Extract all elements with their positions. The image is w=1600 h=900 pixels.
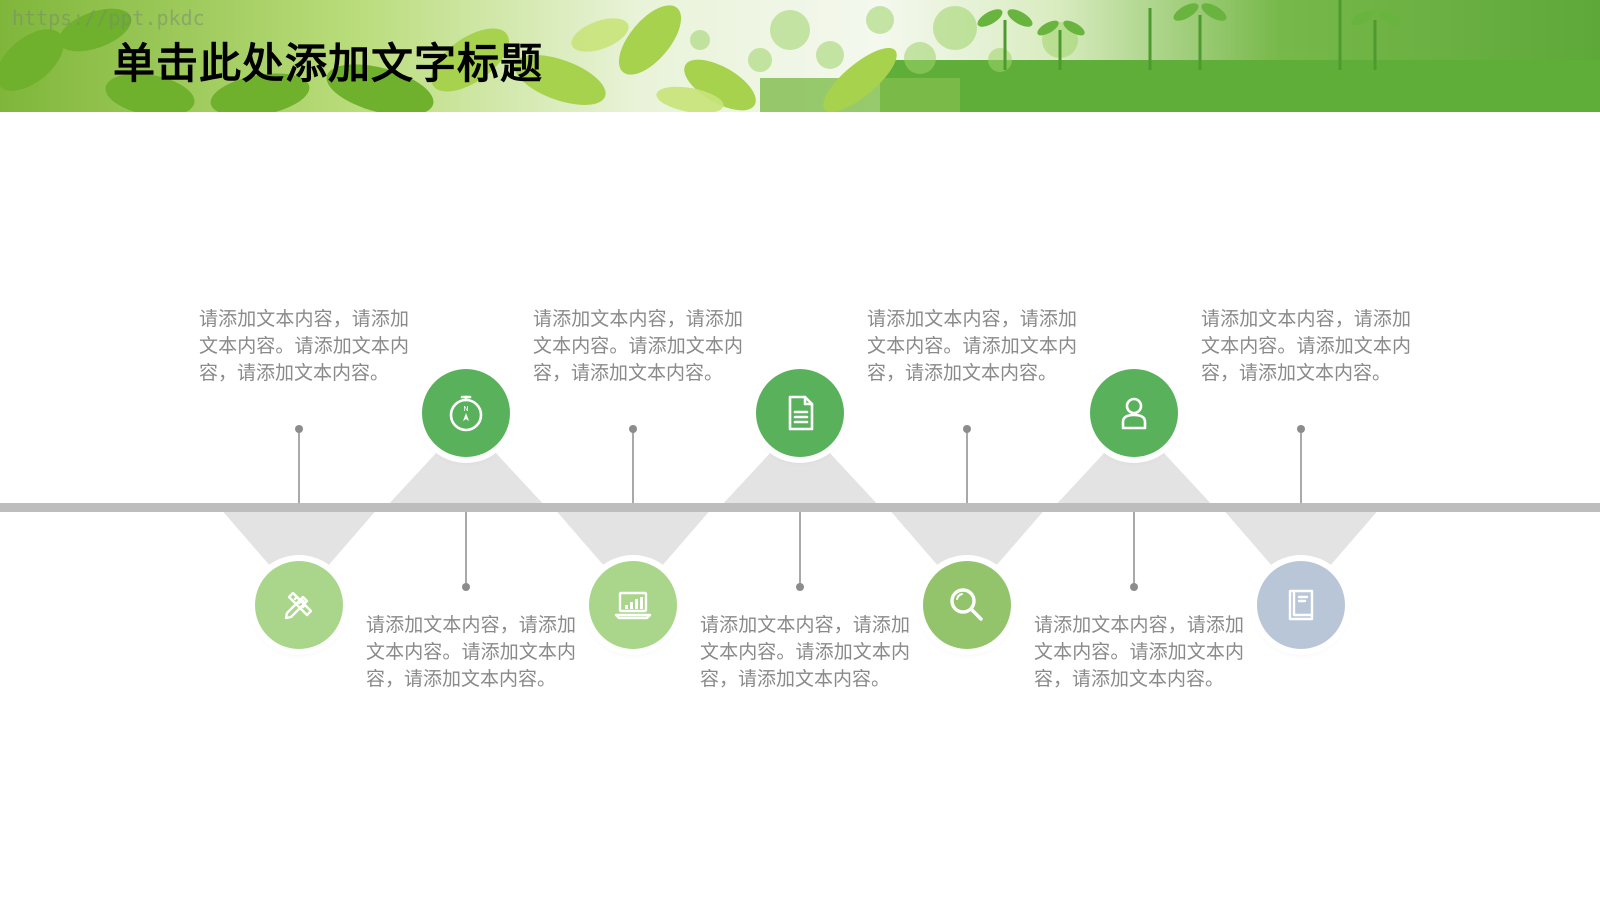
- step-description: 请添加文本内容，请添加文本内容。请添加文本内容，请添加文本内容。: [199, 308, 409, 384]
- pin-dot: [462, 583, 470, 591]
- connector-funnel: [553, 507, 713, 567]
- connector-funnel: [219, 507, 379, 567]
- book-icon: [1288, 589, 1314, 621]
- step-node[interactable]: [756, 369, 844, 457]
- step-node[interactable]: N: [422, 369, 510, 457]
- step-node[interactable]: [255, 561, 343, 649]
- connector-funnel: [1054, 451, 1214, 507]
- user-icon: [1121, 397, 1147, 430]
- step-description: 请添加文本内容，请添加文本内容。请添加文本内容，请添加文本内容。: [533, 308, 743, 384]
- watermark: https://ppt.pkdc: [12, 6, 205, 30]
- page-title[interactable]: 单击此处添加文字标题: [113, 39, 544, 88]
- compass-icon: N: [449, 395, 483, 432]
- step-node[interactable]: [1090, 369, 1178, 457]
- pin-dot: [1130, 583, 1138, 591]
- step-node[interactable]: [1257, 561, 1345, 649]
- step-description: 请添加文本内容，请添加文本内容。请添加文本内容，请添加文本内容。: [1034, 614, 1244, 690]
- connector-funnel: [720, 451, 880, 507]
- step-description: 请添加文本内容，请添加文本内容。请添加文本内容，请添加文本内容。: [700, 614, 910, 690]
- step-description: 请添加文本内容，请添加文本内容。请添加文本内容，请添加文本内容。: [867, 308, 1077, 384]
- step-description: 请添加文本内容，请添加文本内容。请添加文本内容，请添加文本内容。: [366, 614, 576, 690]
- pin-dot: [629, 425, 637, 433]
- document-icon: [788, 395, 814, 431]
- connector-funnel: [1221, 507, 1381, 567]
- step-node[interactable]: [923, 561, 1011, 649]
- connector-funnel: [386, 451, 546, 507]
- header-banner: https://ppt.pkdc 单击此处添加文字标题: [0, 0, 1600, 112]
- search-icon: [950, 588, 983, 621]
- nature-banner-image: [0, 0, 1600, 112]
- pin-dot: [796, 583, 804, 591]
- connector-funnel: [887, 507, 1047, 567]
- laptop-chart-icon: [614, 591, 652, 620]
- pin-dot: [295, 425, 303, 433]
- pin-dot: [1297, 425, 1305, 433]
- step-node[interactable]: [589, 561, 677, 649]
- timeline-bar: [0, 503, 1600, 512]
- pin-dot: [963, 425, 971, 433]
- step-description: 请添加文本内容，请添加文本内容。请添加文本内容，请添加文本内容。: [1201, 308, 1411, 384]
- pencil-ruler-icon: [284, 591, 313, 620]
- svg-text:N: N: [463, 405, 468, 413]
